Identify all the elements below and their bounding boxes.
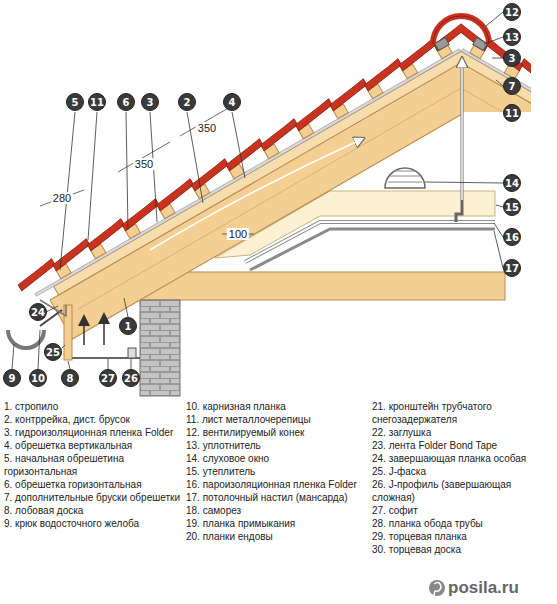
part-name: 15. утеплитель (186, 465, 368, 478)
part-name: 3. гидроизоляционная пленка Folder (4, 426, 182, 439)
part-name: 18. саморез (186, 504, 368, 517)
callout-number: 8 (61, 369, 79, 387)
part-name: 1. стропило (4, 400, 182, 413)
callout-number: 26 (122, 369, 140, 387)
callout-number: 7 (503, 77, 521, 95)
callout-number: 6 (117, 93, 135, 111)
part-name: 24. завершающая планка особая (372, 452, 554, 465)
callout-number: 24 (29, 303, 47, 321)
part-name: 8. лобовая доска (4, 504, 182, 517)
callout-number: 10 (29, 369, 47, 387)
part-name: 26. J-профиль (завершающая сложная) (372, 478, 554, 504)
callout-number: 13 (503, 28, 521, 46)
part-name: 9. крюк водосточного желоба (4, 517, 182, 530)
callout-number: 2 (178, 93, 196, 111)
part-name: 29. торцевая планка (372, 530, 554, 543)
part-name: 28. планка обода трубы (372, 517, 554, 530)
callout-number: 11 (88, 93, 106, 111)
callout-number: 15 (503, 198, 521, 216)
part-name: 27. софит (372, 504, 554, 517)
part-name: 6. обрешетка горизонтальная (4, 478, 182, 491)
callout-number: 14 (503, 174, 521, 192)
part-name: 4. обрешетка вертикальная (4, 439, 182, 452)
part-name: 19. планка примыкания (186, 517, 368, 530)
part-name: 7. дополнительные бруски обрешетки (4, 491, 182, 504)
part-name: 22. заглушка (372, 426, 554, 439)
part-name: 5. начальная обрешетина горизонтальная (4, 452, 182, 478)
part-name: 12. вентилируемый конек (186, 426, 368, 439)
callout-number: 11 (503, 104, 521, 122)
part-name: 11. лист металлочерепицы (186, 413, 368, 426)
callout-number: 1 (119, 317, 137, 335)
part-name: 30. торцевая доска (372, 543, 554, 556)
parts-list: 10. карнизная планка11. лист металлочере… (186, 400, 368, 543)
callout-number: 4 (223, 93, 241, 111)
callout-number: 27 (99, 369, 117, 387)
part-name: 21. кронштейн трубчатого снегозадержател… (372, 400, 554, 426)
part-name: 13. уплотнитель (186, 439, 368, 452)
dimension: 280 (51, 192, 73, 204)
part-name: 25. J-фаска (372, 465, 554, 478)
callout-number: 12 (503, 3, 521, 21)
parts-list: 21. кронштейн трубчатого снегозадержател… (372, 400, 554, 556)
callout-number: 16 (503, 228, 521, 246)
callout-number: 3 (141, 93, 159, 111)
part-name: 20. планки ендовы (186, 530, 368, 543)
dimension: 350 (133, 158, 155, 170)
part-name: 2. контррейка, дист. брусок (4, 413, 182, 426)
callout-number: 5 (66, 93, 84, 111)
part-name: 10. карнизная планка (186, 400, 368, 413)
callout-number: 17 (503, 259, 521, 277)
callout-number: 25 (44, 343, 62, 361)
dimension: 350 (196, 122, 218, 134)
dimension: 100 (227, 228, 249, 240)
part-name: 14. слуховое окно (186, 452, 368, 465)
watermark: posila.ru (448, 578, 519, 598)
part-name: 16. пароизоляционная пленка Folder (186, 478, 368, 491)
part-name: 23. лента Folder Bond Tape (372, 439, 554, 452)
parts-list: 1. стропило2. контррейка, дист. брусок3.… (4, 400, 182, 530)
callout-number: 9 (3, 369, 21, 387)
part-name: 17. потолочный настил (мансарда) (186, 491, 368, 504)
callout-number: 3 (503, 49, 521, 67)
